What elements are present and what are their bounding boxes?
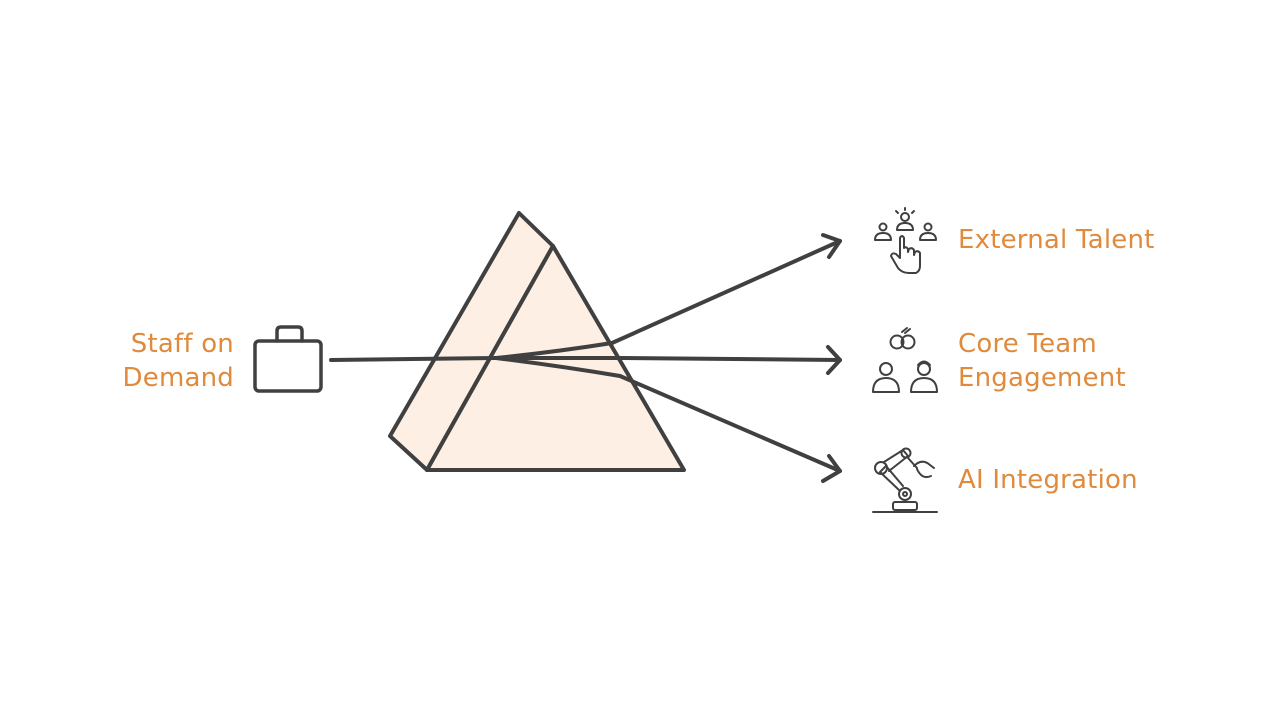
input-beam (329, 356, 498, 362)
inner-ray-bottom (494, 356, 622, 378)
input-label: Staff on Demand (123, 327, 234, 395)
input-label-line1: Staff on (130, 329, 234, 359)
core-team-label-line2: Engagement (958, 363, 1126, 393)
arrow-core-team (620, 345, 842, 375)
core-team-label-line1: Core Team (958, 329, 1097, 359)
arrow-external-talent (610, 233, 842, 345)
team-collaboration-icon (872, 327, 938, 393)
prism (388, 211, 686, 472)
input-label-line2: Demand (122, 363, 234, 393)
output-label-core-team: Core Team Engagement (958, 327, 1126, 395)
briefcase-icon (253, 325, 323, 393)
output-label-external-talent: External Talent (958, 225, 1155, 255)
arrow-ai-integration (618, 374, 842, 483)
selecting-people-icon (874, 207, 937, 274)
output-label-ai-integration: AI Integration (958, 465, 1138, 495)
robot-arm-icon (872, 447, 938, 513)
